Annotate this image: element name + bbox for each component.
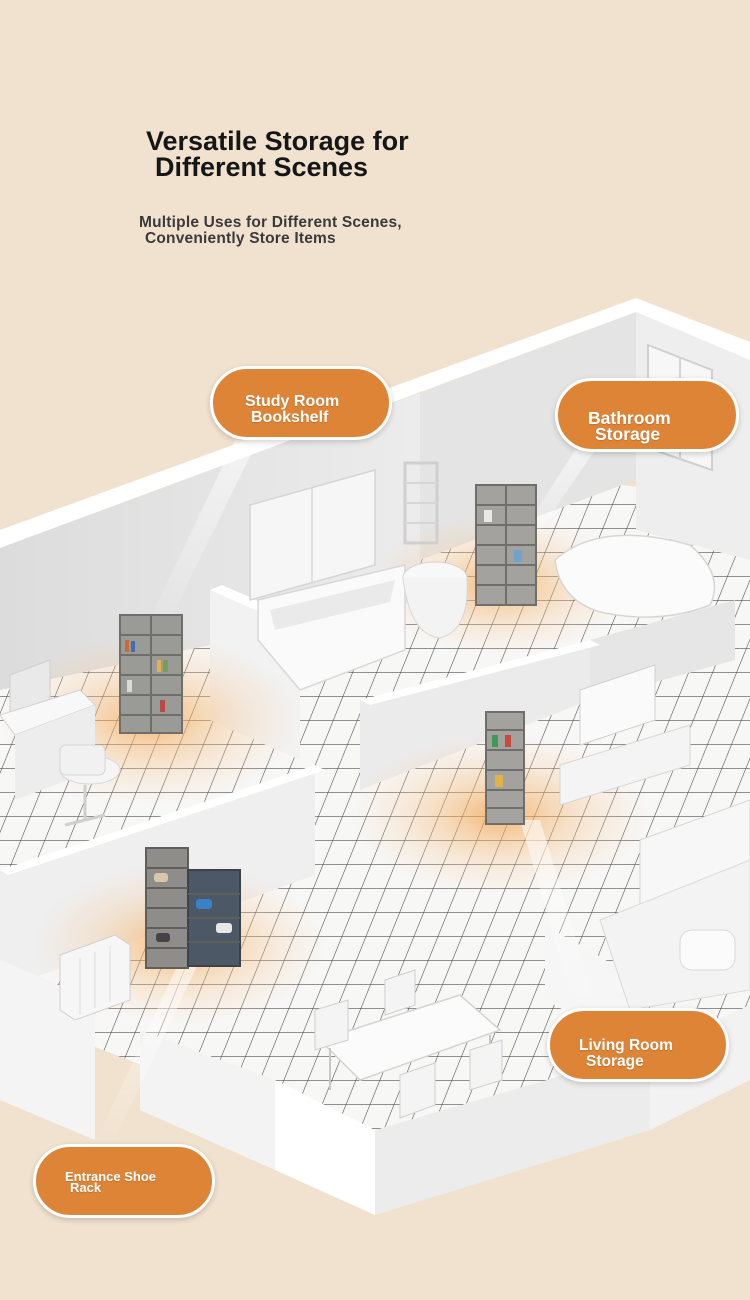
rack-entrance — [145, 847, 241, 969]
badge-bathroom-line-2: Storage — [595, 424, 661, 444]
badge-bathroom-line-1: Bathroom — [588, 408, 671, 428]
title-line-2: Different Scenes — [155, 152, 369, 182]
bathroom-fixtures — [249, 461, 716, 691]
badge-study-line-2: Bookshelf — [251, 409, 329, 426]
study-furniture — [0, 659, 121, 827]
badge-living-line-2: Storage — [586, 1053, 644, 1070]
title-line-1: Versatile Storage for — [146, 126, 409, 156]
page-title: Versatile Storage for Different Scenes — [146, 126, 409, 182]
dining-set — [314, 969, 503, 1119]
badge-study-room: Study Room Bookshelf — [210, 366, 392, 440]
entrance-cabinet — [59, 934, 131, 1021]
badge-entrance-shoe-rack: Entrance Shoe Rack — [33, 1144, 215, 1218]
badge-entrance-line-2: Rack — [70, 1180, 102, 1195]
rack-study — [119, 614, 183, 734]
badge-living-line-1: Living Room — [579, 1037, 673, 1054]
badge-bathroom: Bathroom Storage — [555, 378, 739, 452]
rack-living — [485, 711, 525, 825]
badge-living-room: Living Room Storage — [547, 1008, 729, 1082]
rack-bathroom — [475, 484, 537, 606]
badge-study-line-1: Study Room — [245, 393, 340, 410]
subtitle-line-2: Conveniently Store Items — [145, 230, 336, 247]
page-subtitle: Multiple Uses for Different Scenes, Conv… — [139, 215, 402, 247]
subtitle-line-1: Multiple Uses for Different Scenes, — [139, 214, 402, 231]
living-furniture — [559, 664, 750, 1011]
badge-entrance-line-1: Entrance Shoe — [65, 1169, 157, 1184]
